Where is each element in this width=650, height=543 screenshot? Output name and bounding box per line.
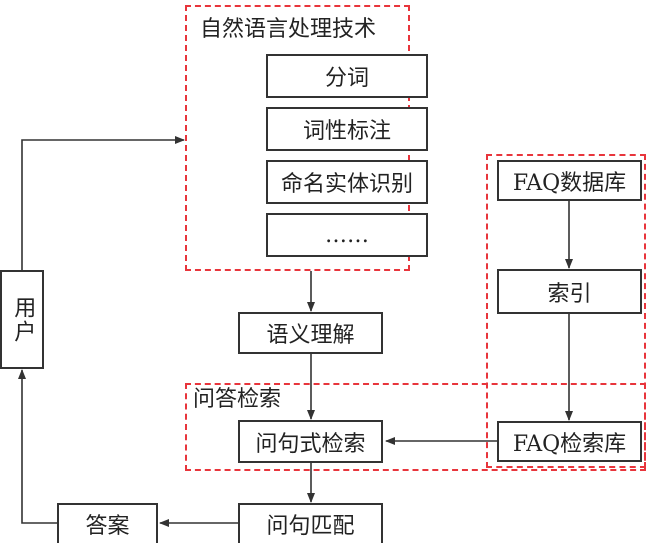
qa-group-border bbox=[185, 383, 646, 471]
arrow-user-to-nlp bbox=[21, 136, 185, 270]
node-user-label: 用户 bbox=[10, 295, 36, 344]
node-question-search: 问句式检索 bbox=[238, 420, 383, 463]
arrow-answer-to-user bbox=[18, 369, 57, 524]
node-question-match: 问句匹配 bbox=[238, 503, 383, 543]
nlp-group-title: 自然语言处理技术 bbox=[200, 17, 377, 42]
qa-group-title: 问答检索 bbox=[193, 387, 282, 412]
node-faq-database: FAQ数据库 bbox=[497, 160, 642, 201]
node-user: 用户 bbox=[0, 270, 44, 369]
node-answer: 答案 bbox=[57, 503, 158, 543]
nlp-item-pos-tagging: 词性标注 bbox=[266, 107, 428, 151]
nlp-item-ner: 命名实体识别 bbox=[266, 160, 428, 204]
node-faq-search-database: FAQ检索库 bbox=[497, 421, 642, 462]
node-semantic-understanding: 语义理解 bbox=[238, 312, 383, 354]
nlp-item-segmentation: 分词 bbox=[266, 54, 428, 98]
nlp-item-ellipsis: …… bbox=[266, 213, 428, 257]
node-index: 索引 bbox=[497, 269, 642, 314]
faq-group-border bbox=[486, 154, 646, 468]
